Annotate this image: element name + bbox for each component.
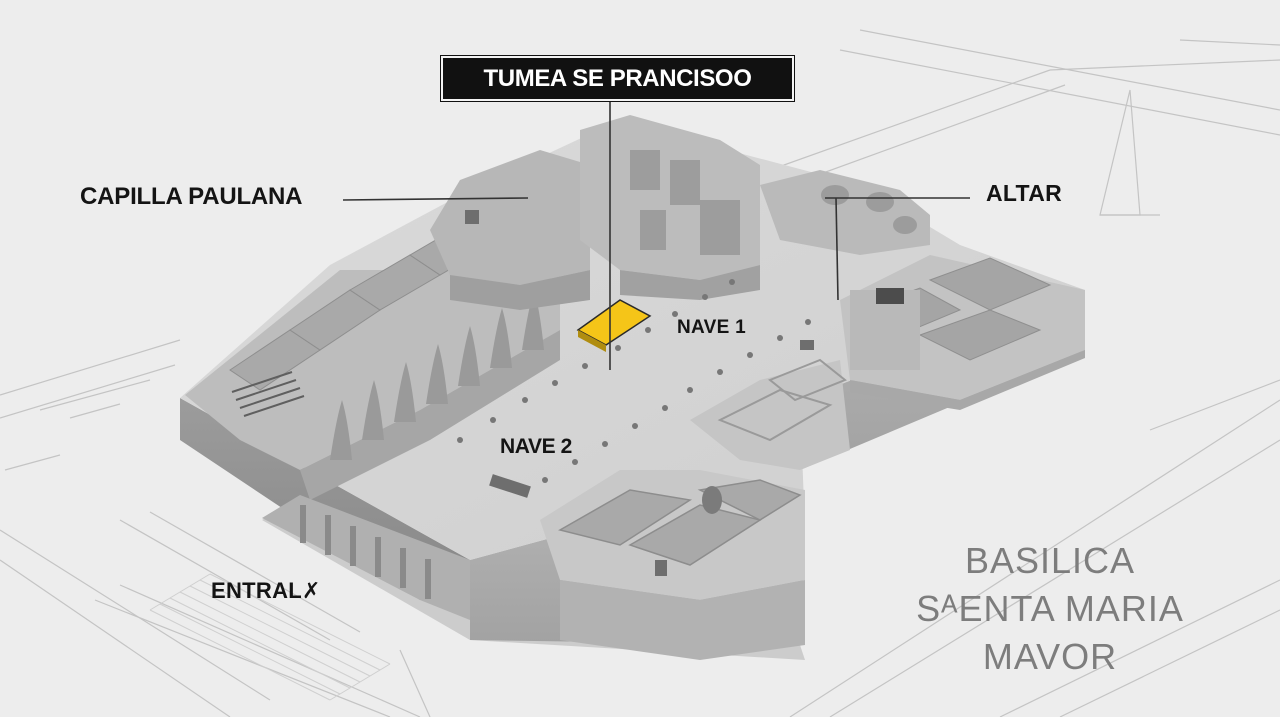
apse-arches (821, 185, 917, 234)
left-aisle-wall-face (300, 330, 560, 500)
crosswalk-stripes (149, 573, 391, 701)
basilica-name: BASILICA SᴬENTA MARIA MAVOR (850, 537, 1250, 681)
left-aisle-arches (330, 290, 544, 460)
basilica-name-line-2: SᴬENTA MARIA (916, 588, 1184, 629)
tomb-highlight (576, 299, 652, 346)
street-plan-lines (0, 29, 1280, 717)
left-aisle-wall (185, 270, 560, 470)
rear-tower-face (620, 265, 760, 300)
tomb-title-box: TUMEA SE PRANCISOO (441, 56, 794, 101)
capilla-block (430, 150, 590, 285)
basilica-name-line-1: BASILICA (964, 540, 1136, 581)
capilla-block-face (450, 270, 590, 310)
label-nave-1: NAVE 1 (677, 317, 747, 338)
front-sacristy-rooms (558, 479, 802, 566)
sacristy-arch (702, 486, 722, 514)
altar-opening (876, 288, 904, 304)
label-capilla: CAPILLA PAULANA (80, 183, 303, 210)
nave-furniture (465, 210, 814, 576)
tomb-highlight-base (578, 330, 606, 352)
label-nave-2: NAVE 2 (500, 435, 572, 458)
seating-rows (231, 371, 305, 417)
nave-columns (457, 279, 811, 483)
rear-tower-rooms (630, 150, 740, 255)
entrance-columns (300, 505, 431, 599)
leader-lines (342, 101, 970, 370)
apse-altar-block (760, 170, 930, 255)
label-entrance: ENTRAL✗ (211, 578, 321, 603)
front-sacristy-face (560, 580, 805, 660)
basilica-name-line-3: MAVOR (982, 636, 1118, 677)
right-transept-face (850, 350, 1085, 410)
entrance-block (262, 495, 470, 620)
right-aisle-rooms (690, 360, 850, 470)
label-altar: ALTAR (986, 180, 1063, 206)
right-aisle-room-walls (717, 358, 847, 442)
